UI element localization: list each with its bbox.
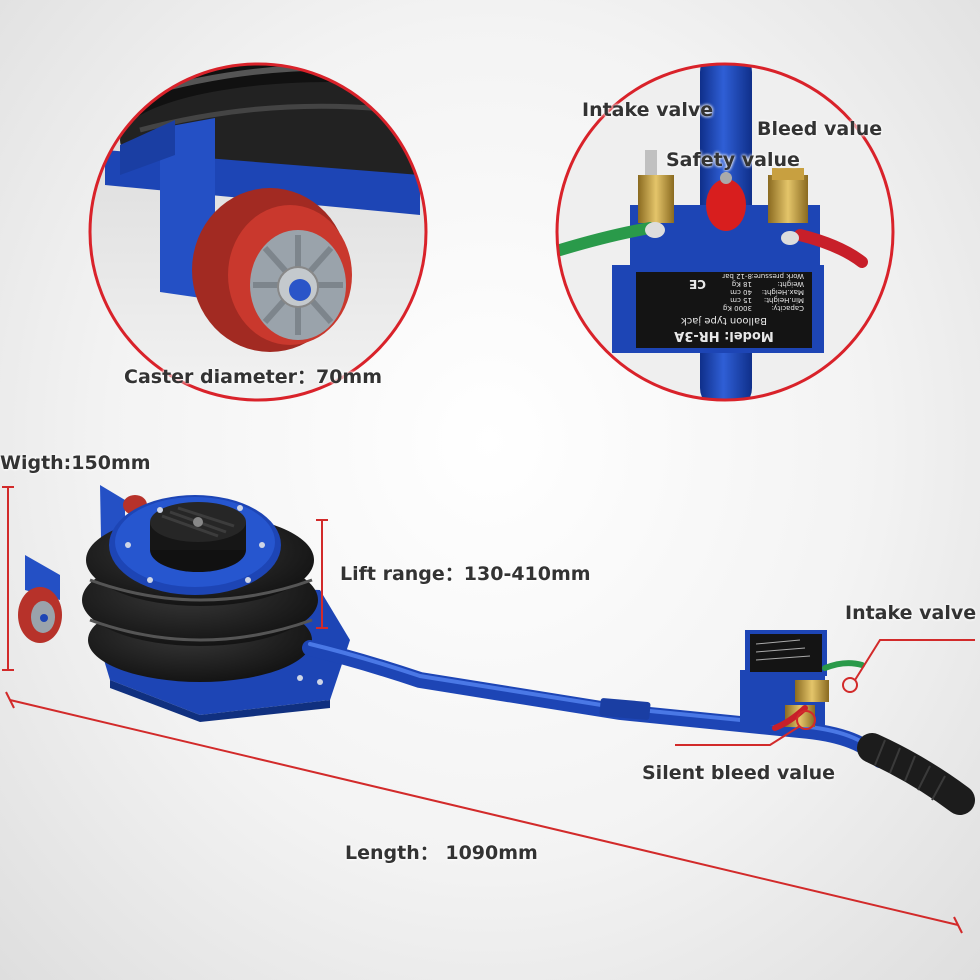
nameplate-model: Model: HR-3A <box>674 328 774 343</box>
svg-text:40 cm: 40 cm <box>730 288 752 296</box>
ce-mark: CE <box>689 277 706 291</box>
silent-bleed-label: Silent bleed value <box>642 762 836 784</box>
svg-text:Min.Height:: Min.Height: <box>764 296 804 304</box>
intake-valve-label-top: Intake valve <box>582 99 714 121</box>
balloon-jack <box>18 485 975 815</box>
svg-text:Max.Height:: Max.Height: <box>762 288 804 296</box>
caster-detail-circle <box>88 62 428 402</box>
lift-range-label: Lift range：130-410mm <box>340 563 591 585</box>
safety-value-label: Safety value <box>666 149 800 171</box>
nameplate-type: Balloon type jack <box>681 315 767 326</box>
svg-text:18 Kg: 18 Kg <box>732 280 752 288</box>
svg-text:Work pressure:: Work pressure: <box>751 272 804 280</box>
svg-text:Capacity:: Capacity: <box>772 304 804 312</box>
width-label: Wigth:150mm <box>0 452 151 474</box>
svg-text:3000 Kg: 3000 Kg <box>723 304 752 312</box>
svg-text:15 cm: 15 cm <box>730 296 752 304</box>
bleed-value-label-top: Bleed value <box>757 118 883 140</box>
caster-diameter-label: Caster diameter：70mm <box>124 366 383 388</box>
intake-valve-label-side: Intake valve <box>845 602 977 624</box>
nameplate: Model: HR-3A Balloon type jack Capacity:… <box>674 272 804 343</box>
valve-detail-circle <box>555 62 895 402</box>
length-label: Length： 1090mm <box>345 842 538 864</box>
svg-text:Weight:: Weight: <box>777 280 804 288</box>
svg-text:8-12 bar: 8-12 bar <box>722 272 752 280</box>
dimension-lines <box>2 486 975 934</box>
